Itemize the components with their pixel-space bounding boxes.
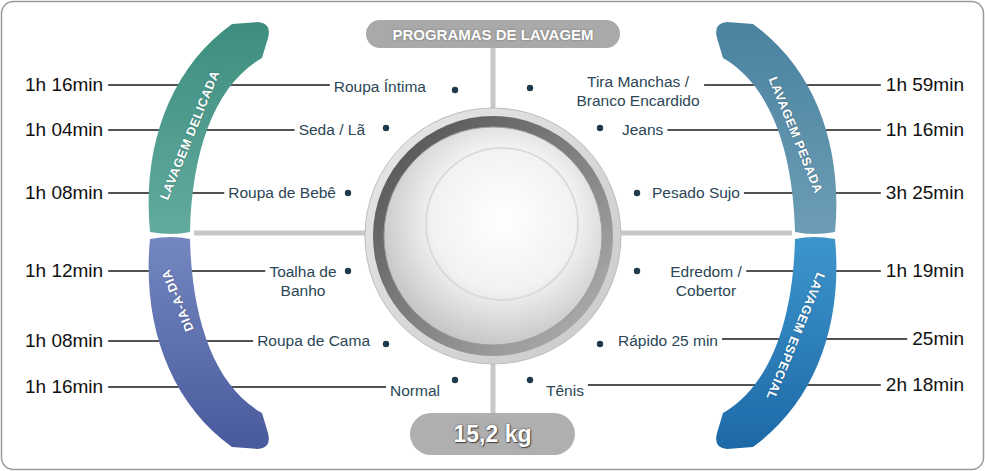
cycle-time: 2h 18min xyxy=(886,373,964,397)
capacity-band: 15,2 kg xyxy=(410,413,575,455)
program-name: Roupa de Bebê xyxy=(228,183,336,202)
program-name: Edredom / Cobertor xyxy=(670,262,743,301)
program-dot xyxy=(527,85,533,91)
program-name: Pesado Sujo xyxy=(652,183,740,202)
dial-inner-door xyxy=(426,148,578,300)
program-dot xyxy=(527,377,533,383)
leader-line xyxy=(108,386,386,387)
divider-line xyxy=(194,231,367,236)
title-band: PROGRAMAS DE LAVAGEM xyxy=(366,20,620,48)
cycle-time: 1h 16min xyxy=(25,375,103,399)
program-dot xyxy=(383,125,389,131)
divider-line xyxy=(619,231,792,236)
program-name: Roupa de Cama xyxy=(257,331,370,350)
program-dot xyxy=(345,190,351,196)
cycle-time: 1h 16min xyxy=(886,118,964,142)
program-name: Seda / Lã xyxy=(299,120,365,139)
capacity-text: 15,2 kg xyxy=(454,423,532,446)
leader-line xyxy=(588,384,881,385)
dial-glass xyxy=(384,127,602,345)
program-dot xyxy=(383,341,389,347)
panel-title: PROGRAMAS DE LAVAGEM xyxy=(392,27,593,42)
dial-dark-ring xyxy=(373,116,613,356)
cycle-time: 1h 08min xyxy=(25,181,103,205)
band-shape xyxy=(149,22,269,234)
dial-outer-ring xyxy=(365,108,621,364)
cycle-time: 1h 16min xyxy=(25,73,103,97)
band-shape xyxy=(149,237,269,449)
cycle-time: 3h 25min xyxy=(886,181,964,205)
program-dot xyxy=(345,268,351,274)
program-dot xyxy=(597,341,603,347)
band-outline xyxy=(711,20,845,238)
cycle-time: 1h 12min xyxy=(25,259,103,283)
cycle-time: 1h 19min xyxy=(886,259,964,283)
program-dot xyxy=(634,190,640,196)
program-name: Roupa Íntima xyxy=(334,77,426,96)
program-name: Normal xyxy=(390,381,440,400)
program-dot xyxy=(452,87,458,93)
program-dot xyxy=(634,268,640,274)
program-name: Jeans xyxy=(622,120,663,139)
program-dot xyxy=(597,125,603,131)
leader-line xyxy=(667,129,880,130)
cycle-time: 25min xyxy=(912,327,964,351)
cycle-time: 1h 08min xyxy=(25,329,103,353)
cycle-time: 1h 04min xyxy=(25,118,103,142)
band-outline xyxy=(140,20,274,238)
divider-line xyxy=(491,362,496,415)
program-name: Tira Manchas / Branco Encardido xyxy=(576,72,700,111)
cycle-time: 1h 59min xyxy=(886,73,964,97)
divider-line xyxy=(491,46,496,110)
program-name: Rápido 25 min xyxy=(618,331,718,350)
category-band: LAVAGEM DELICADA xyxy=(140,20,274,238)
program-name: Toalha de Banho xyxy=(269,262,336,301)
category-band: DIA-A-DIA xyxy=(140,233,274,451)
program-dot xyxy=(452,377,458,383)
category-band: LAVAGEM PESADA xyxy=(711,20,845,238)
band-outline xyxy=(140,233,274,451)
band-shape xyxy=(716,22,836,234)
program-name: Tênis xyxy=(546,381,584,400)
